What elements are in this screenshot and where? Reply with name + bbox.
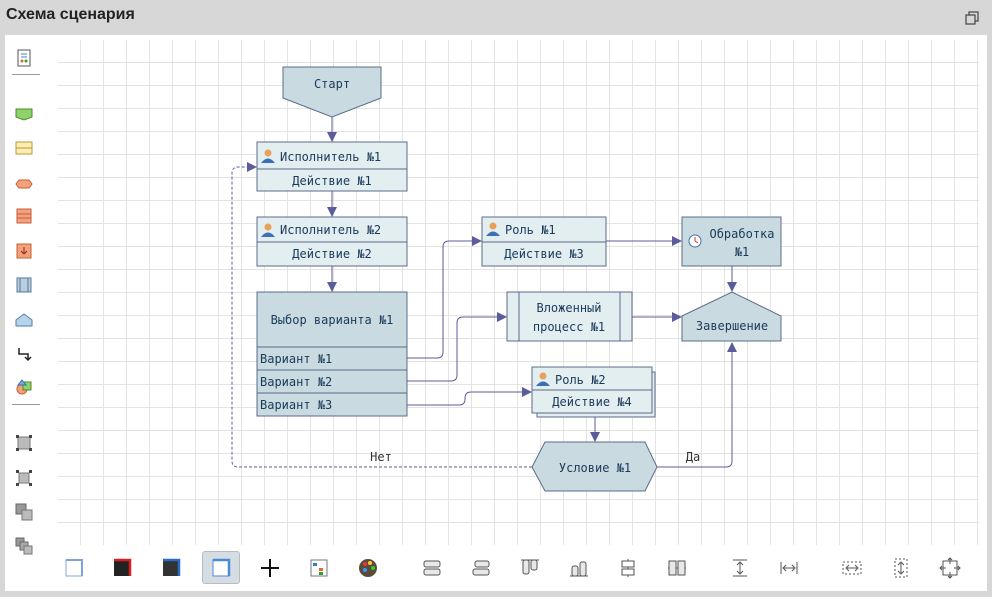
clock-icon: [688, 234, 702, 248]
distribute-v-icon[interactable]: [724, 552, 756, 584]
node-executor-2-title: Исполнитель №2: [280, 223, 381, 237]
node-choice[interactable]: Выбор варианта №1 Вариант №1 Вариант №2 …: [256, 291, 408, 417]
style-dark-icon[interactable]: [155, 552, 187, 584]
node-role-1-title: Роль №1: [505, 223, 556, 237]
node-nested-process[interactable]: Вложенный процесс №1: [506, 291, 633, 342]
document-properties-icon[interactable]: [14, 48, 34, 68]
add-icon[interactable]: [254, 552, 286, 584]
align-right-icon[interactable]: [465, 552, 497, 584]
node-finish-label: Завершение: [696, 319, 768, 333]
node-choice-title: Выбор варианта №1: [271, 313, 394, 327]
node-nested-line2: процесс №1: [533, 320, 605, 334]
palette-icon[interactable]: [352, 552, 384, 584]
node-role-2-action: Действие №4: [552, 395, 631, 409]
group-icon[interactable]: [14, 502, 34, 522]
node-condition[interactable]: Условие №1: [531, 441, 658, 492]
align-left-icon[interactable]: [416, 552, 448, 584]
toolbar-separator: [12, 404, 40, 405]
user-icon: [261, 149, 275, 163]
style-red-icon[interactable]: [106, 552, 138, 584]
edge-label-no: Нет: [370, 450, 392, 464]
node-processing[interactable]: Обработка №1: [681, 216, 782, 267]
align-icon[interactable]: [14, 468, 34, 488]
node-processing-line1: Обработка: [709, 227, 774, 241]
center-h-icon[interactable]: [836, 552, 868, 584]
terminal-shape-icon[interactable]: [14, 104, 34, 124]
node-condition-label: Условие №1: [559, 461, 631, 475]
edge-label-yes: Да: [686, 450, 700, 464]
node-executor-2[interactable]: Исполнитель №2 Действие №2: [256, 216, 408, 267]
diagram-edges: [231, 117, 737, 468]
event-shape-icon[interactable]: [14, 241, 34, 261]
node-role-2-title: Роль №2: [555, 373, 606, 387]
node-role-2[interactable]: Роль №2 Действие №4: [531, 366, 656, 418]
edge-variant2-nested: [407, 312, 507, 382]
bottom-toolbar: [58, 548, 979, 588]
node-executor-1-title: Исполнитель №1: [280, 150, 381, 164]
elements-icon[interactable]: [14, 377, 34, 397]
node-start-label: Старт: [314, 77, 350, 91]
node-nested-line1: Вложенный: [536, 301, 601, 315]
title-bar: Схема сценария: [0, 0, 992, 34]
node-executor-1[interactable]: Исполнитель №1 Действие №1: [256, 141, 408, 192]
user-icon: [261, 223, 275, 237]
tree-icon[interactable]: [303, 552, 335, 584]
node-role-1[interactable]: Роль №1 Действие №3: [481, 216, 607, 267]
left-toolbar: [6, 40, 46, 560]
node-choice-variant-1: Вариант №1: [260, 352, 332, 366]
align-center-h-icon[interactable]: [612, 552, 644, 584]
align-top-icon[interactable]: [514, 552, 546, 584]
ungroup-icon[interactable]: [14, 536, 34, 556]
action-shape-icon[interactable]: [14, 138, 34, 158]
maximize-icon[interactable]: [965, 10, 979, 25]
node-start[interactable]: Старт: [282, 66, 382, 118]
style-blue-icon[interactable]: [202, 551, 240, 584]
node-processing-line2: №1: [735, 245, 749, 259]
node-executor-1-action: Действие №1: [292, 174, 371, 188]
edge-yes: [656, 342, 737, 468]
select-all-icon[interactable]: [14, 433, 34, 453]
node-executor-2-action: Действие №2: [292, 247, 371, 261]
fit-icon[interactable]: [934, 552, 966, 584]
connector-icon[interactable]: [14, 344, 34, 364]
edge-variant1-role1: [407, 236, 482, 359]
toolbar-separator: [12, 74, 40, 75]
node-choice-variant-2: Вариант №2: [260, 375, 332, 389]
user-icon: [486, 222, 500, 236]
window-title: Схема сценария: [6, 6, 135, 23]
finish-shape-icon[interactable]: [14, 310, 34, 330]
edge-variant3-role2: [407, 387, 532, 406]
style-default-icon[interactable]: [58, 552, 90, 584]
node-finish[interactable]: Завершение: [681, 291, 782, 342]
node-role-1-action: Действие №3: [504, 247, 583, 261]
center-v-icon[interactable]: [885, 552, 917, 584]
user-icon: [536, 372, 550, 386]
diagram-canvas[interactable]: Нет Да Старт Исполнитель №1 Действие №1: [58, 40, 979, 545]
distribute-h-icon[interactable]: [773, 552, 805, 584]
edge-no: [231, 162, 532, 468]
node-choice-variant-3: Вариант №3: [260, 398, 332, 412]
align-center-v-icon[interactable]: [661, 552, 693, 584]
choice-shape-icon[interactable]: [14, 206, 34, 226]
subprocess-shape-icon[interactable]: [14, 275, 34, 295]
condition-shape-icon[interactable]: [14, 174, 34, 194]
align-bottom-icon[interactable]: [563, 552, 595, 584]
